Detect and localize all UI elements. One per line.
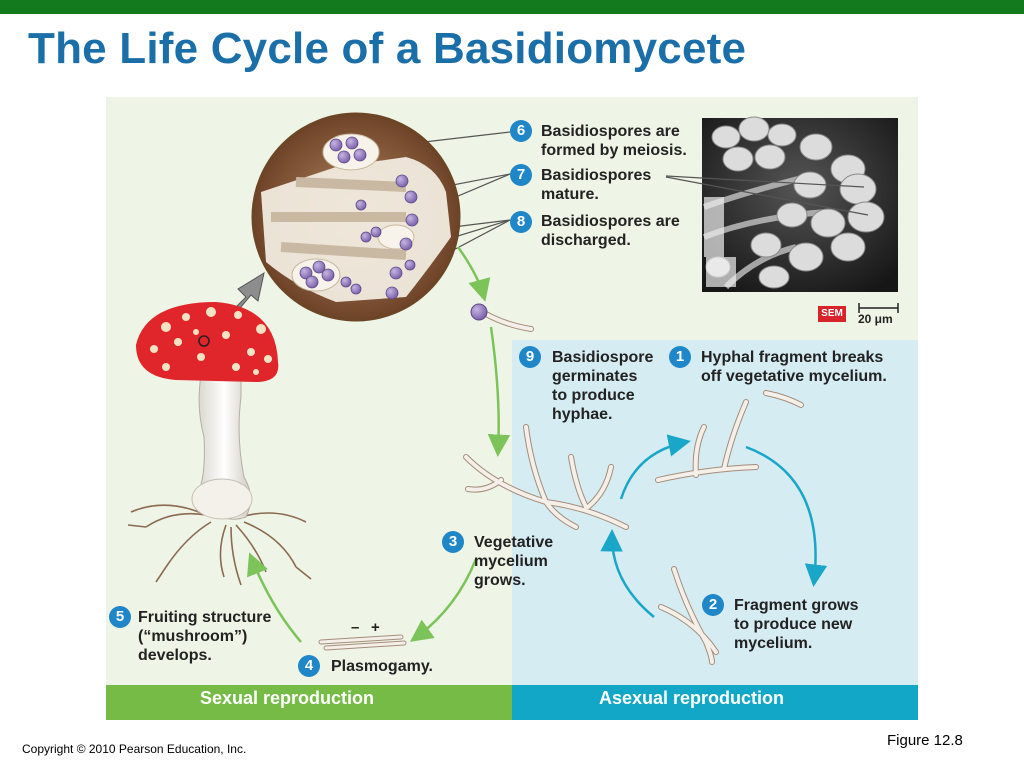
step-5-line-3: develops. <box>138 647 212 664</box>
step-1-text: Hyphal fragment breaks off vegetative my… <box>701 348 887 386</box>
new-mycelium <box>658 566 719 665</box>
step-2-line-1: Fragment grows <box>734 597 859 614</box>
arrow-fragment-grows <box>745 445 828 587</box>
step-9-line-2: germinates <box>552 368 638 385</box>
step-9-text: Basidiospore germinates to produce hypha… <box>552 348 653 424</box>
slide-title: The Life Cycle of a Basidiomycete <box>28 24 747 73</box>
step-8-line-2: discharged. <box>541 232 631 249</box>
step-3-line-3: grows. <box>474 572 526 589</box>
mushroom-cap <box>136 302 279 382</box>
step-1-line-1: Hyphal fragment breaks <box>701 349 884 366</box>
step-8-number: 8 <box>510 211 532 233</box>
scale-bar-label: 20 μm <box>858 312 893 326</box>
asexual-reproduction-label: Asexual reproduction <box>599 688 785 708</box>
mushroom-roots <box>127 504 312 586</box>
cap-zoom-marker <box>198 335 210 347</box>
figure-number: Figure 12.8 <box>887 732 963 749</box>
plasmogamy-hyphae <box>318 634 407 651</box>
asexual-band <box>512 685 918 720</box>
leader-7d <box>665 176 869 216</box>
leader-7c <box>665 175 865 188</box>
step-8-text: Basidiospores are discharged. <box>541 212 680 250</box>
top-bar <box>0 0 1024 14</box>
step-6-line-2: formed by meiosis. <box>541 142 687 159</box>
step-5-line-2: (“mushroom”) <box>138 628 248 645</box>
asexual-background <box>512 340 918 685</box>
hyphal-fragment <box>655 390 804 483</box>
step-2-number: 2 <box>702 594 724 616</box>
step-1-number: 1 <box>669 346 691 368</box>
arrow-to-plasmogamy <box>409 558 478 642</box>
life-cycle-diagram <box>106 97 918 720</box>
arrow-germinate <box>487 326 511 457</box>
step-4-line-1: Plasmogamy. <box>331 658 433 675</box>
minus-sign: – <box>351 619 360 636</box>
step-4-number: 4 <box>298 655 320 677</box>
mushroom <box>127 302 312 586</box>
copyright: Copyright © 2010 Pearson Education, Inc. <box>22 742 247 756</box>
step-7-line-1: Basidiospores <box>541 167 652 184</box>
step-5-number: 5 <box>109 606 131 628</box>
sem-scale-bar <box>858 303 899 313</box>
germinating-spore <box>470 303 534 332</box>
step-7-line-2: mature. <box>541 186 599 203</box>
step-7-text: Basidiospores mature. <box>541 166 651 204</box>
step-6-number: 6 <box>510 120 532 142</box>
arrow-fragment-breaks <box>619 434 691 500</box>
vegetative-mycelium <box>463 424 629 530</box>
step-8-line-1: Basidiospores are <box>541 213 680 230</box>
step-2-text: Fragment grows to produce new mycelium. <box>734 596 858 653</box>
step-3-text: Vegetative mycelium grows. <box>474 533 553 590</box>
step-4-text: Plasmogamy. <box>331 657 433 676</box>
step-3-line-1: Vegetative <box>474 534 554 551</box>
arrow-new-mycelium <box>600 529 655 618</box>
sexual-band <box>106 685 512 720</box>
step-3-number: 3 <box>442 531 464 553</box>
step-6-text: Basidiospores are formed by meiosis. <box>541 122 687 160</box>
step-1-line-2: off vegetative mycelium. <box>701 368 887 385</box>
basidiospores-in-inset <box>299 136 419 300</box>
step-2-line-2: to produce new <box>734 616 853 633</box>
sexual-reproduction-label: Sexual reproduction <box>200 688 375 708</box>
plus-sign: + <box>371 619 380 636</box>
step-5-line-1: Fruiting structure <box>138 609 272 626</box>
step-2-line-3: mycelium. <box>734 635 813 652</box>
step-3-line-2: mycelium <box>474 553 548 570</box>
step-7-number: 7 <box>510 164 532 186</box>
step-9-line-1: Basidiospore <box>552 349 654 366</box>
step-9-line-3: to produce <box>552 387 635 404</box>
arrow-to-fruiting <box>247 552 302 643</box>
step-9-line-4: hyphae. <box>552 406 613 423</box>
sem-badge: SEM <box>818 306 846 322</box>
sem-micrograph <box>702 116 898 292</box>
step-5-text: Fruiting structure (“mushroom”) develops… <box>138 608 271 665</box>
arrow-discharge <box>456 246 491 302</box>
step-6-line-1: Basidiospores are <box>541 123 680 140</box>
step-9-number: 9 <box>519 346 541 368</box>
